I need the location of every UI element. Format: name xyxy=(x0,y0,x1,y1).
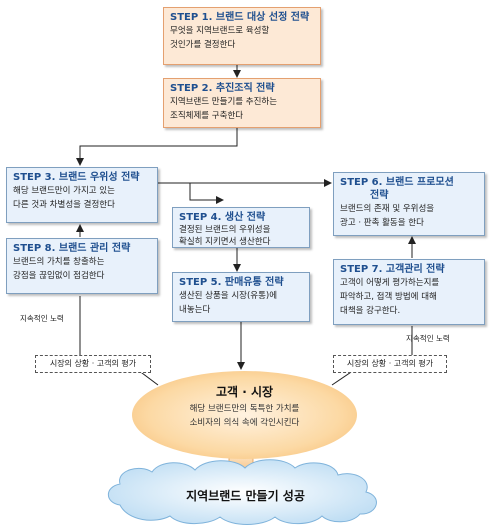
step5-title: STEP 5. 판매유통 전략 xyxy=(179,277,284,288)
step7-desc-3: 대책을 강구한다. xyxy=(340,306,401,316)
step3-title: STEP 3. 브랜드 우위성 전략 xyxy=(13,172,140,183)
step7-desc-1: 고객이 어떻게 평가하는지를 xyxy=(340,278,440,288)
step3-box: STEP 3. 브랜드 우위성 전략 해당 브랜드만이 가지고 있는 다른 것과… xyxy=(6,167,158,223)
step8-desc-2: 강점을 끊임없이 점검한다 xyxy=(13,271,105,281)
step6-desc-2: 광고 · 판촉 활동을 한다 xyxy=(340,218,424,228)
step5-desc-2: 내놓는다 xyxy=(179,305,211,315)
step6-title-1: STEP 6. 브랜드 프로모션 xyxy=(340,177,454,188)
step1-desc-2: 것인가를 결정한다 xyxy=(170,40,236,50)
step4-desc-2: 확실히 지키면서 생산한다 xyxy=(179,237,271,247)
step4-title: STEP 4. 생산 전략 xyxy=(179,212,266,223)
step2-desc-2: 조직체제를 구축한다 xyxy=(170,111,244,121)
left-effort-note: 지속적인 노력 xyxy=(20,314,64,323)
step7-title: STEP 7. 고객관리 전략 xyxy=(340,264,445,275)
step7-box: STEP 7. 고객관리 전략 고객이 어떻게 평가하는지를 파악하고, 접객 … xyxy=(333,259,485,325)
step1-box: STEP 1. 브랜드 대상 선정 전략 무엇을 지역브랜드로 육성할 것인가를… xyxy=(163,7,321,65)
goal-text: 지역브랜드 만들기 성공 xyxy=(186,489,305,503)
step1-desc-1: 무엇을 지역브랜드로 육성할 xyxy=(170,26,270,36)
right-effort-note: 지속적인 노력 xyxy=(406,334,450,343)
step5-box: STEP 5. 판매유통 전략 생산된 상품을 시장(유통)에 내놓는다 xyxy=(172,272,310,322)
step6-desc-1: 브랜드의 존재 및 우위성을 xyxy=(340,204,435,214)
step5-desc-1: 생산된 상품을 시장(유통)에 xyxy=(179,291,278,301)
step1-title: STEP 1. 브랜드 대상 선정 전략 xyxy=(170,12,310,23)
center-title: 고객 · 시장 xyxy=(215,385,274,399)
cloud-icon xyxy=(107,459,377,525)
step2-box: STEP 2. 추진조직 전략 지역브랜드 만들기를 추진하는 조직체제를 구축… xyxy=(163,78,321,128)
step4-desc-1: 결정된 브랜드의 우위성을 xyxy=(179,225,271,235)
step8-title: STEP 8. 브랜드 관리 전략 xyxy=(13,243,131,254)
right-eval-box: 시장의 상황 · 고객의 평가 xyxy=(333,355,447,373)
step4-box: STEP 4. 생산 전략 결정된 브랜드의 우위성을 확실히 지키면서 생산한… xyxy=(172,207,310,248)
center-desc-1: 해당 브랜드만의 독특한 가치를 xyxy=(189,404,300,414)
arrow-step3-to-step4 xyxy=(189,183,224,204)
step8-desc-1: 브랜드의 가치를 창출하는 xyxy=(13,257,105,267)
left-eval-box: 시장의 상황 · 고객의 평가 xyxy=(35,355,151,373)
step2-desc-1: 지역브랜드 만들기를 추진하는 xyxy=(170,97,278,107)
arrow-step2-to-step3 xyxy=(76,128,238,166)
step7-desc-2: 파악하고, 접객 방법에 대해 xyxy=(340,292,437,302)
step2-title: STEP 2. 추진조직 전략 xyxy=(170,83,275,94)
step6-box: STEP 6. 브랜드 프로모션 전략 브랜드의 존재 및 우위성을 광고 · … xyxy=(333,172,485,236)
step3-desc-1: 해당 브랜드만이 가지고 있는 xyxy=(13,186,115,196)
step6-title-2: 전략 xyxy=(370,190,389,201)
step8-box: STEP 8. 브랜드 관리 전략 브랜드의 가치를 창출하는 강점을 끊임없이… xyxy=(6,238,158,294)
step3-desc-2: 다른 것과 차별성을 결정한다 xyxy=(13,200,115,210)
customer-market-ellipse: 고객 · 시장 해당 브랜드만의 독특한 가치를 소비자의 의식 속에 각인시킨… xyxy=(132,371,357,459)
center-desc-2: 소비자의 의식 속에 각인시킨다 xyxy=(189,418,300,428)
